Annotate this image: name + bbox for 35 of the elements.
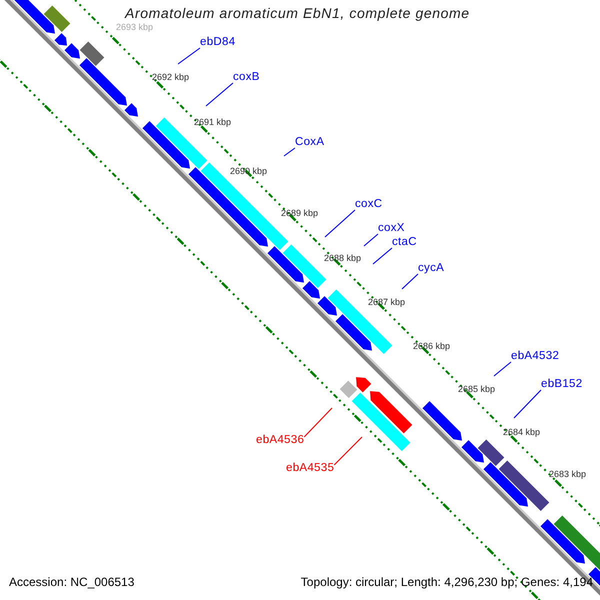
leader-line (284, 148, 296, 156)
position-tick-label: 2691 kbp (194, 117, 232, 127)
gene-label: CoxA (295, 136, 324, 148)
gene-label: cycA (418, 262, 444, 274)
gene-label: coxB (233, 71, 260, 83)
gene-label: ebA4536 (256, 434, 304, 446)
leader-line (304, 408, 332, 438)
gene-label: coxX (378, 222, 405, 234)
gene-label: ebB152 (541, 378, 582, 390)
leader-line (178, 48, 200, 64)
leader-line (402, 274, 418, 290)
position-tick-label: 2684 kbp (503, 427, 540, 437)
map-title: Aromatoleum aromaticum EbN1, complete genome (125, 5, 470, 21)
gene-label: coxC (355, 198, 382, 210)
leader-line (364, 234, 378, 246)
gene-label: ctaC (392, 236, 417, 248)
leader-line (324, 210, 356, 238)
gene-label: ebA4535 (286, 462, 334, 474)
position-tick-label: 2688 kbp (324, 253, 362, 263)
position-tick-label: 2686 kbp (413, 341, 450, 351)
position-tick-label: 2685 kbp (458, 384, 496, 394)
position-tick-label: 2687 kbp (368, 297, 406, 307)
gene-label: ebA4532 (511, 350, 560, 362)
leader-line (334, 436, 362, 466)
position-tick-label: 2693 kbp (116, 22, 154, 32)
leader-line (372, 248, 392, 264)
gene-label: ebD84 (200, 36, 236, 48)
genome-info-text: Topology: circular; Length: 4,296,230 bp; Genes: 4,194 (300, 575, 593, 589)
leader-line (494, 362, 512, 376)
position-tick-label: 2692 kbp (152, 72, 190, 82)
position-tick-label: 2683 kbp (549, 469, 586, 479)
leader-line (206, 82, 234, 106)
leader-line (514, 390, 542, 418)
position-tick-label: 2689 kbp (281, 208, 318, 218)
accession-text: Accession: NC_006513 (9, 575, 134, 589)
